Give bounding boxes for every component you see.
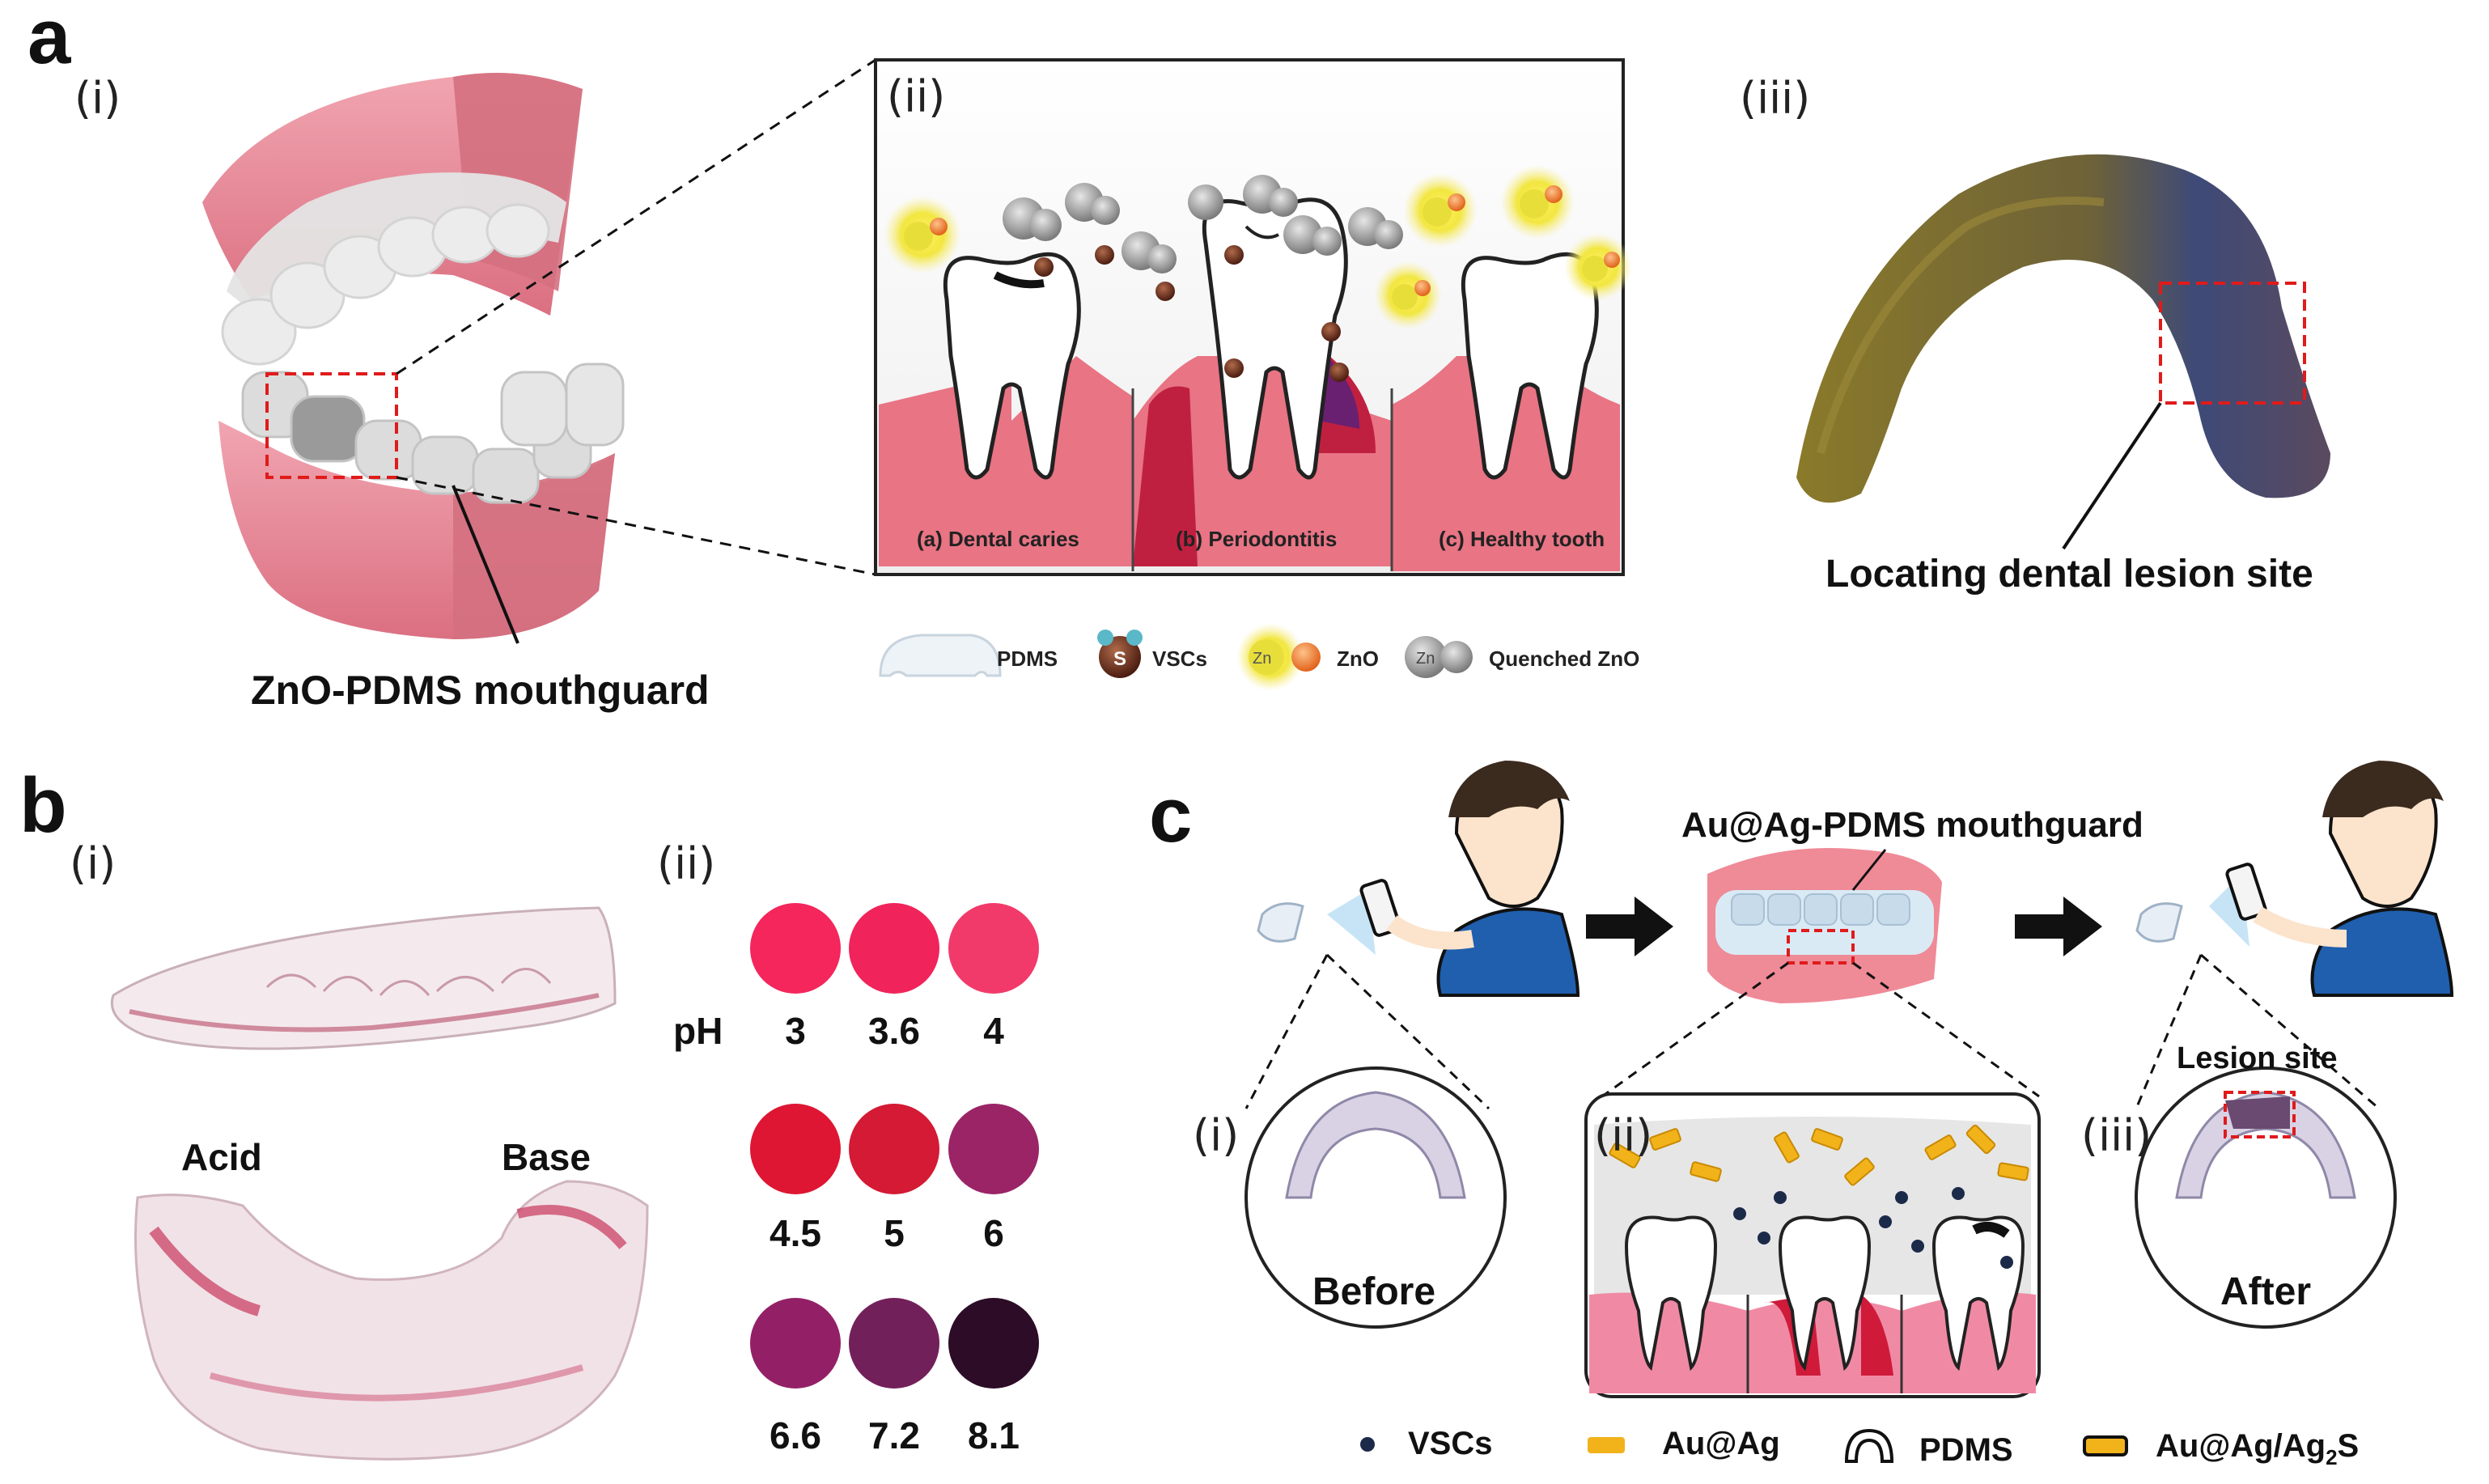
ph-swatch bbox=[948, 903, 1039, 994]
ph-swatch bbox=[849, 903, 939, 994]
panel-letter-c: c bbox=[1149, 772, 1192, 859]
legend-c-auag: Au@Ag bbox=[1662, 1426, 1780, 1461]
quenched-zno-icon bbox=[1405, 636, 1447, 678]
vsc-dots bbox=[1733, 1187, 2013, 1269]
panel-b-sub-i: (i) bbox=[70, 838, 116, 889]
ph-swatch bbox=[750, 1298, 841, 1389]
legend-quenched-zno: Quenched ZnO bbox=[1489, 647, 1639, 671]
quenched-zno-particles bbox=[1003, 175, 1403, 273]
legend-vscs: VSCs bbox=[1152, 647, 1207, 671]
legend-c-pdms: PDMS bbox=[1919, 1432, 2013, 1468]
base-label: Base bbox=[502, 1136, 591, 1178]
ph-swatch bbox=[948, 1298, 1039, 1389]
ph-swatch bbox=[849, 1298, 939, 1389]
quenched-icon-glyph: Zn bbox=[1416, 650, 1435, 668]
arrow-right-icon bbox=[2015, 897, 2102, 956]
ph-value-label: 6.6 bbox=[770, 1414, 821, 1456]
ph-value-label: 7.2 bbox=[868, 1414, 920, 1456]
ph-swatch-grid: 3 3.6 4 4.5 5 6 6.6 7.2 8.1 bbox=[750, 903, 1039, 1456]
legend-c-auag-ag2s-main: Au@Ag/Ag bbox=[2156, 1428, 2326, 1464]
person-scanning-after bbox=[2135, 761, 2454, 997]
before-label: Before bbox=[1312, 1270, 1435, 1313]
open-jaw-illustration bbox=[202, 73, 625, 644]
ph-value-label: 4.5 bbox=[770, 1212, 821, 1254]
panel-c-sub-i: (i) bbox=[1193, 1110, 1239, 1161]
panel-c-sub-ii: (ii) bbox=[1594, 1110, 1652, 1161]
panel-a-sub-ii: (ii) bbox=[887, 71, 945, 122]
auag-mouthguard-illustration bbox=[1707, 848, 1942, 1003]
acid-label: Acid bbox=[181, 1136, 262, 1178]
after-lesion-box bbox=[2224, 1091, 2296, 1138]
ph-mouthguard-front-photo bbox=[134, 1180, 649, 1461]
panel-c-sub-iii: (iii) bbox=[2081, 1110, 2152, 1161]
lesion-site-box bbox=[2159, 282, 2306, 405]
before-guard-photo bbox=[1285, 1091, 1466, 1199]
pdms-icon bbox=[879, 634, 1002, 677]
pdms-cap-icon bbox=[1844, 1428, 1894, 1463]
ph-value-label: 3.6 bbox=[868, 1010, 920, 1052]
ph-swatch bbox=[750, 903, 841, 994]
vsc-icon bbox=[1099, 636, 1141, 678]
ph-mouthguard-side-photo bbox=[111, 906, 617, 1050]
person-scanning-before bbox=[1257, 761, 1580, 997]
nanorods bbox=[1609, 1124, 2029, 1186]
zno-icon-glyph: Zn bbox=[1253, 650, 1271, 668]
au-ag-mechanism-box bbox=[1584, 1092, 2041, 1398]
zoom-line-bottom bbox=[396, 476, 876, 576]
panel-a-legend: PDMS S VSCs Zn ZnO Zn Quenched ZnO bbox=[879, 623, 1639, 691]
lesion-locating-label: Locating dental lesion site bbox=[1825, 553, 2313, 596]
legend-c-auag-ag2s: Au@Ag/Ag2S bbox=[2156, 1428, 2359, 1469]
ph-swatch bbox=[948, 1104, 1039, 1194]
legend-c-end: S bbox=[2338, 1428, 2360, 1464]
lesion-site-label: Lesion site bbox=[2177, 1041, 2338, 1075]
legend-c-vscs: VSCs bbox=[1408, 1426, 1493, 1461]
lesion-zoom-box bbox=[265, 372, 398, 479]
zno-mouthguard-label: ZnO-PDMS mouthguard bbox=[251, 668, 710, 713]
ph-swatch bbox=[849, 1104, 939, 1194]
arrow-right-icon bbox=[1586, 897, 1673, 956]
legend-zno: ZnO bbox=[1337, 647, 1379, 671]
panel-a-sub-iii: (iii) bbox=[1740, 73, 1810, 124]
panel-b-sub-ii: (ii) bbox=[657, 838, 715, 889]
ph-swatch bbox=[750, 1104, 841, 1194]
panel-letter-b: b bbox=[19, 762, 67, 849]
ph-value-label: 4 bbox=[983, 1010, 1004, 1052]
vsc-dot-icon bbox=[1360, 1437, 1375, 1452]
auag-rod-icon bbox=[1588, 1437, 1625, 1453]
tooth-mechanism-box: (a) Dental caries (b) Periodontitis (c) … bbox=[874, 58, 1632, 576]
zoom-connectors bbox=[1244, 953, 2380, 1110]
after-label: After bbox=[2220, 1270, 2311, 1313]
legend-pdms: PDMS bbox=[997, 647, 1058, 671]
case-dental-caries: (a) Dental caries bbox=[917, 527, 1079, 551]
auag-ag2s-rod-icon bbox=[2083, 1435, 2128, 1456]
discolored-mouthguard-photo bbox=[1796, 154, 2330, 503]
panel-c-legend: VSCs Au@Ag PDMS Au@Ag/Ag2S bbox=[1360, 1426, 2359, 1469]
auag-mouthguard-title: Au@Ag-PDMS mouthguard bbox=[1681, 805, 2143, 845]
ph-label: pH bbox=[673, 1010, 723, 1052]
ph-value-label: 5 bbox=[884, 1212, 905, 1254]
vsc-particles bbox=[1034, 245, 1349, 382]
case-healthy-tooth: (c) Healthy tooth bbox=[1439, 527, 1605, 551]
ph-value-label: 8.1 bbox=[968, 1414, 1020, 1456]
zno-particles bbox=[884, 165, 1632, 329]
ph-value-label: 3 bbox=[785, 1010, 806, 1052]
panel-letter-a: a bbox=[28, 0, 71, 80]
case-periodontitis: (b) Periodontitis bbox=[1176, 527, 1337, 551]
legend-c-sub: 2 bbox=[2326, 1445, 2337, 1469]
panel-a-sub-i: (i) bbox=[74, 73, 121, 124]
vsc-icon-glyph: S bbox=[1113, 648, 1126, 670]
ph-value-label: 6 bbox=[983, 1212, 1004, 1254]
zoom-line-top bbox=[396, 58, 876, 375]
